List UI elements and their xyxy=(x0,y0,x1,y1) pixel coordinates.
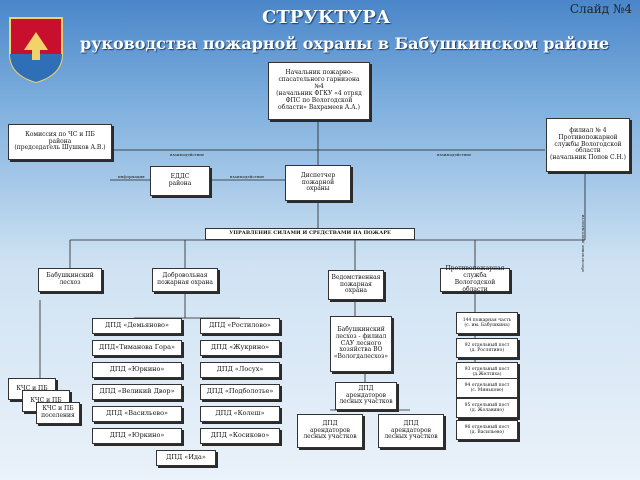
dpd-left-4: ДПД «Великий Двор» xyxy=(92,384,182,400)
dpd-right-1: ДПД «Ростилово» xyxy=(200,318,280,334)
chief-box: Начальник пожарно-спасательного гарнизон… xyxy=(268,62,370,120)
pch-6: 96 отдельный пост(д. Васильево) xyxy=(456,420,518,440)
slide-number: Слайд №4 xyxy=(569,2,632,16)
pch-5: 95 отдельный пост(д. Жолавино) xyxy=(456,398,518,418)
dpd-right-6: ДПД «Косиково» xyxy=(200,428,280,444)
dpd-right-3: ДПД «Лосух» xyxy=(200,362,280,378)
pch-3: 93 отдельный пост(д.Желтиха) xyxy=(456,362,518,382)
dpd-left-1: ДПД «Демьяново» xyxy=(92,318,182,334)
pch-1: 144 пожарная часть(с. им. Бабушкина) xyxy=(456,312,518,334)
dpd-right-2: ДПД «Жукрино» xyxy=(200,340,280,356)
edge-label-interaction-right: взаимодействие xyxy=(437,152,472,157)
dpd-right-5: ДПД «Колеш» xyxy=(200,406,280,422)
coat-of-arms-icon xyxy=(6,14,66,88)
edge-label-information: информация xyxy=(118,174,145,179)
dpd-left-5: ДПД «Васильево» xyxy=(92,406,182,422)
edge-label-interaction-left: взаимодействие xyxy=(170,152,205,157)
dpd-right-4: ДПД «Подболотье» xyxy=(200,384,280,400)
dpd-bottom: ДПД «Ида» xyxy=(156,450,216,466)
pch-4: 94 отдельный пост(с. Миньково) xyxy=(456,378,518,398)
pch-2: 92 отдельный пост(д. Рослятино) xyxy=(456,338,518,358)
dpd-left-6: ДПД «Юркино» xyxy=(92,428,182,444)
dpd-left-3: ДПД «Юркино» xyxy=(92,362,182,378)
page-subtitle: руководства пожарной охраны в Бабушкинск… xyxy=(80,34,610,53)
edge-label-interaction-mid: взаимодействие xyxy=(230,174,265,179)
dpd-left-2: ДПД«Тиманова Гора» xyxy=(92,340,182,356)
page-title: СТРУКТУРА xyxy=(262,7,391,28)
edge-label-vertical: обеспечение деятельности xyxy=(580,214,585,272)
management-bar: УПРАВЛЕНИЕ СИЛАМИ И СРЕДСТВАМИ НА ПОЖАРЕ xyxy=(205,228,415,240)
